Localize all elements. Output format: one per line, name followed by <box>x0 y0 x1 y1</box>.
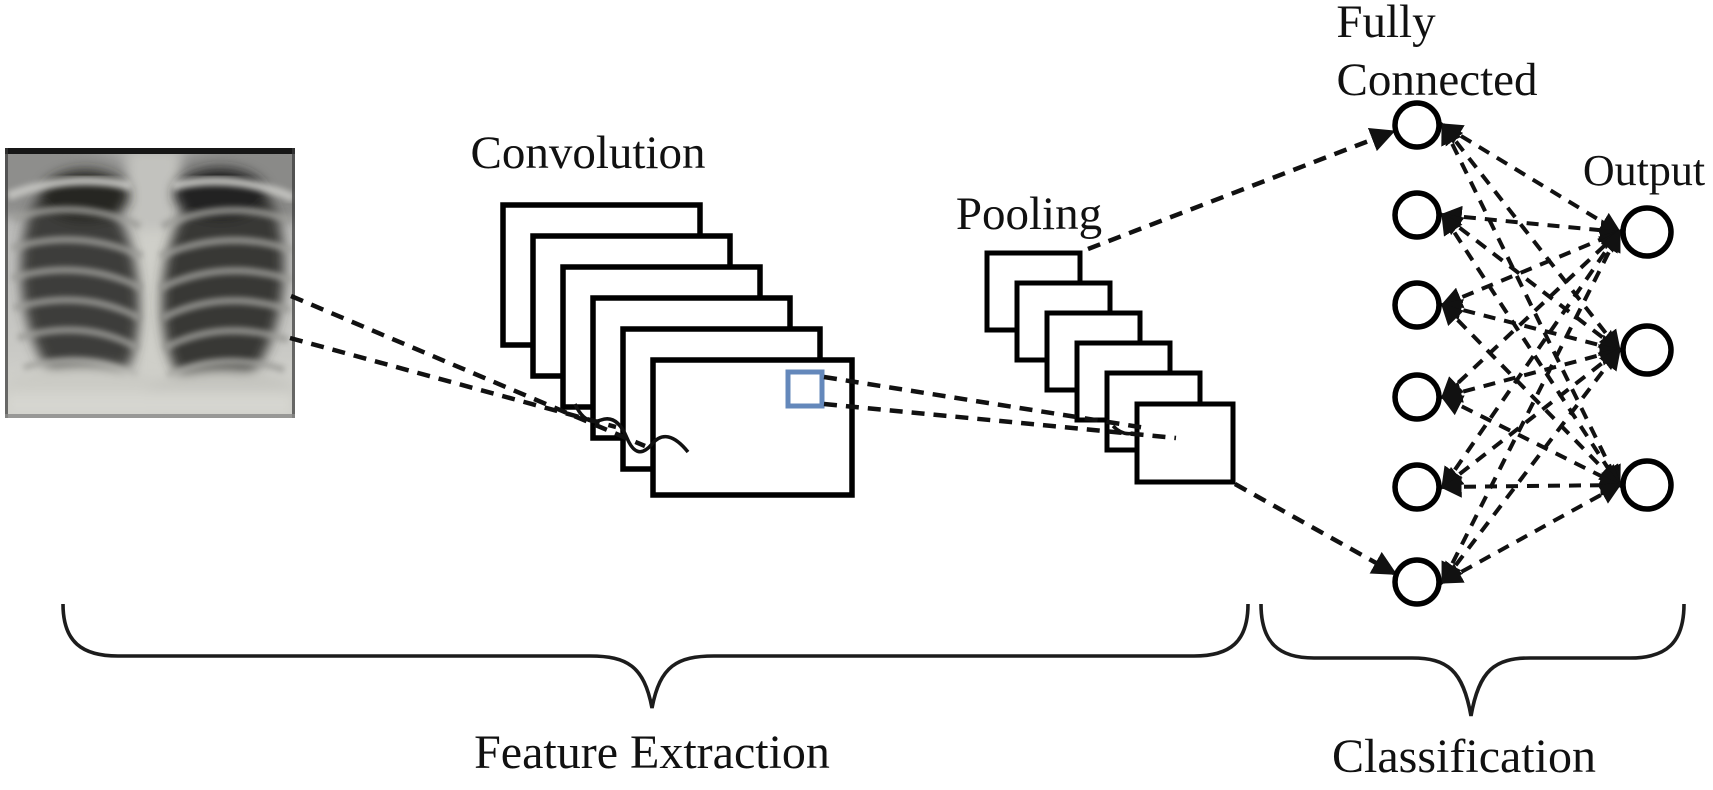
fc-output-connections <box>1439 122 1623 585</box>
convolution-label: Convolution <box>470 127 705 179</box>
connection-pool-to-fc <box>1233 482 1398 575</box>
fc-node <box>1392 190 1442 240</box>
fc-output-connection <box>1440 483 1622 584</box>
feature-extraction-label: Feature Extraction <box>474 726 830 779</box>
connection-pool-to-fc <box>1087 128 1396 252</box>
connection-kernel-to-pool <box>823 374 1147 431</box>
convolution-stack <box>500 202 855 498</box>
output-label: Output <box>1583 146 1705 195</box>
pooling-label: Pooling <box>956 188 1102 240</box>
output-node <box>1620 323 1674 377</box>
fc-output-connection <box>1441 347 1621 585</box>
output-node <box>1620 458 1674 512</box>
conv-feature-map <box>650 357 855 498</box>
connection-lines <box>289 128 1398 575</box>
fc-output-connection <box>1439 229 1623 308</box>
fc-output-connection <box>1439 474 1623 498</box>
fc-output-connection <box>1440 212 1622 353</box>
fc-node <box>1392 100 1442 150</box>
fc-output-connection <box>1441 212 1621 488</box>
input-xray-image <box>5 148 295 418</box>
fc-node <box>1392 557 1442 607</box>
classification-brace <box>1259 603 1686 717</box>
fully-connected-label-line2: Connected <box>1337 54 1538 106</box>
pooling-stack <box>984 250 1236 485</box>
feature-extraction-brace <box>61 603 1250 709</box>
receptive-field-squiggle <box>573 403 690 454</box>
output-node <box>1620 205 1674 259</box>
pool-feature-map <box>1134 401 1236 485</box>
fully-connected-layer <box>1392 100 1442 607</box>
fc-node <box>1392 372 1442 422</box>
fc-node <box>1392 462 1442 512</box>
connection-xray-to-conv <box>290 293 646 449</box>
connection-xray-to-conv <box>289 335 617 430</box>
classification-label: Classification <box>1332 730 1596 783</box>
connection-kernel-to-pool <box>823 401 1177 441</box>
pool-squiggle-mark <box>1111 424 1134 436</box>
output-layer <box>1620 205 1674 512</box>
fc-output-connection <box>1439 298 1623 357</box>
fc-node <box>1392 280 1442 330</box>
fully-connected-label-line1: Fully <box>1336 0 1436 48</box>
kernel-highlight-box <box>785 369 825 409</box>
fc-output-connection <box>1440 347 1622 490</box>
